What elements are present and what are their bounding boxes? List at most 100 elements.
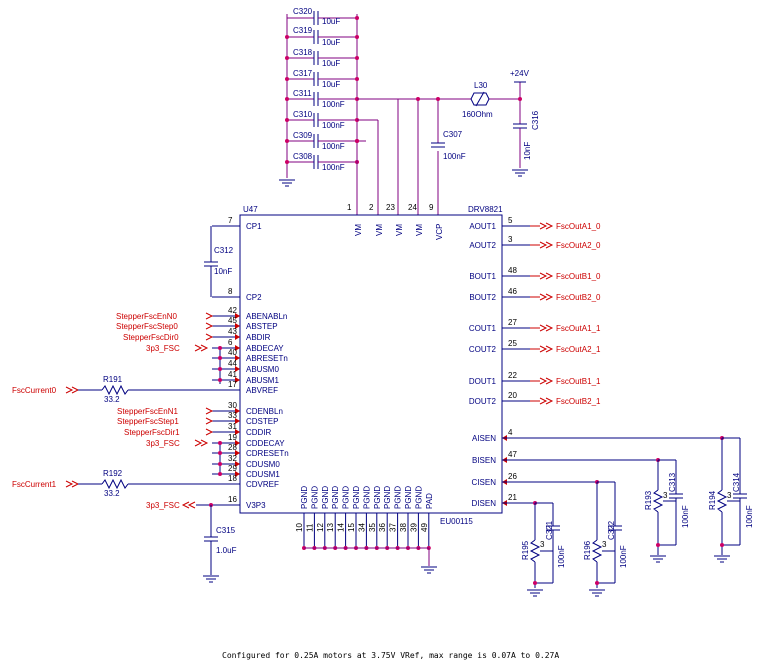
output-nets: FscOutA1_0FscOutA2_0FscOutB1_0FscOutB2_0…	[530, 222, 601, 406]
pin-label: PGND	[362, 486, 371, 509]
sense-r194-c314: R194 3 C314 100nF	[708, 437, 754, 563]
pin-number: 39	[409, 523, 418, 532]
c316-ref: C316	[531, 110, 540, 130]
pin-number: 32	[228, 454, 237, 463]
capacitor-c316: C316 10nF	[512, 110, 540, 177]
c309-value: 100nF	[322, 142, 345, 151]
input-arrow-icon	[235, 408, 240, 414]
r195-pin: 3	[540, 540, 545, 549]
input-arrow-icon	[235, 313, 240, 319]
r194-ref: R194	[708, 490, 717, 510]
c310-ref: C310	[293, 110, 313, 119]
pin-number: 29	[228, 464, 237, 473]
pin-label: PGND	[414, 486, 423, 509]
pin-label: ABENABLn	[246, 312, 287, 321]
pin-label: PGND	[383, 486, 392, 509]
input-arrow-icon	[235, 345, 240, 351]
pin-label: DOUT1	[469, 377, 497, 386]
left-pins: 7CP18CP242ABENABLn45ABSTEP43ABDIR6ABDECA…	[212, 216, 289, 510]
pin-label: PGND	[373, 486, 382, 509]
l30-ref: L30	[474, 81, 488, 90]
pin-label: PGND	[404, 486, 413, 509]
pin-label: ABVREF	[246, 386, 278, 395]
r192-value: 33.2	[104, 489, 120, 498]
pin-label: PGND	[310, 486, 319, 509]
pin-label: DISEN	[472, 499, 497, 508]
net-label: FscOutB1_1	[556, 377, 601, 386]
pin-label: BISEN	[472, 456, 496, 465]
c309-ref: C309	[293, 131, 313, 140]
pin-number: 1	[347, 203, 352, 212]
net-arrow-icon	[205, 407, 214, 415]
net-label: StepperFscEnN1	[117, 407, 178, 416]
r191-ref: R191	[103, 375, 123, 384]
pin-number: 49	[420, 523, 429, 532]
pin-number: 3	[508, 235, 513, 244]
pin-label: COUT2	[469, 345, 497, 354]
pin-number: 4	[508, 428, 513, 437]
net-label: FscOutB1_0	[556, 272, 601, 281]
c321-ref: C321	[545, 520, 554, 540]
input-arrow-icon	[235, 440, 240, 446]
input-arrow-icon	[235, 418, 240, 424]
pin-number: 36	[378, 523, 387, 532]
pin-number: 15	[347, 523, 356, 532]
ground-icon	[714, 555, 730, 563]
net-arrow-icon	[65, 480, 80, 488]
pin-number: 19	[228, 433, 237, 442]
pin-number: 10	[295, 523, 304, 532]
pin-label: V3P3	[246, 501, 266, 510]
net-arrow-icon	[65, 386, 80, 394]
capacitor-c310: C310 100nF	[287, 110, 357, 130]
pin-number: 42	[228, 306, 237, 315]
net-label: StepperFscStep1	[117, 417, 179, 426]
net-label: StepperFscStep0	[116, 322, 178, 331]
capacitor-c317: C317 10uF	[287, 69, 357, 89]
chip-part: DRV8821	[468, 205, 503, 214]
pin-label: CP2	[246, 293, 262, 302]
net-label: StepperFscDir1	[124, 428, 180, 437]
pin-label: AISEN	[472, 434, 496, 443]
c316-value: 10nF	[523, 142, 532, 160]
c315-value: 1.0uF	[216, 546, 237, 555]
pin-number: 17	[228, 380, 237, 389]
c312-value: 10nF	[214, 267, 232, 276]
ground-bus	[304, 547, 437, 574]
pin-number: 45	[228, 316, 237, 325]
bottom-pins: 10PGND11PGND12PGND13PGND14PGND15PGND34PG…	[295, 486, 434, 550]
pin-label: CDDECAY	[246, 439, 285, 448]
pin-number: 25	[508, 339, 517, 348]
pin-number: 28	[228, 443, 237, 452]
pin-number: 7	[228, 216, 233, 225]
chip-code: EU00115	[440, 517, 473, 526]
input-arrow-icon	[235, 429, 240, 435]
pin-label: COUT1	[469, 324, 497, 333]
vm-supply-net: L30 160Ohm +24V C316 10nF C307 100nF	[355, 69, 540, 215]
c317-ref: C317	[293, 69, 313, 78]
top-pins: 1 2 23 24 9 VM VM VM VM VCP	[347, 203, 444, 240]
right-pins: 5AOUT13AOUT248BOUT146BOUT227COUT125COUT2…	[469, 216, 530, 508]
net-label: FscOutB2_0	[556, 293, 601, 302]
pin-label: CDVREF	[246, 480, 279, 489]
pin-label: PGND	[300, 486, 309, 509]
c314-ref: C314	[732, 472, 741, 492]
pin-number: 12	[316, 523, 325, 532]
pin-label: BOUT1	[469, 272, 496, 281]
pin-label: VM	[415, 224, 424, 236]
net-arrow-icon	[539, 345, 548, 353]
c313-value: 100nF	[681, 505, 690, 528]
net-arrow-icon	[539, 222, 548, 230]
input-arrow-icon	[235, 377, 240, 383]
c322-ref: C322	[607, 520, 616, 540]
ground-icon	[527, 589, 543, 597]
c318-ref: C318	[293, 48, 313, 57]
pin-number: 16	[228, 495, 237, 504]
net-arrow-icon	[539, 397, 548, 405]
pin-label: ABUSM1	[246, 376, 279, 385]
pin-label: CDDIR	[246, 428, 272, 437]
net-label: FscCurrent0	[12, 386, 57, 395]
sense-r193-c313: R193 3 C313 100nF	[644, 459, 690, 563]
capacitor-c309: C309 100nF	[287, 131, 357, 151]
c307-ref: C307	[443, 130, 463, 139]
